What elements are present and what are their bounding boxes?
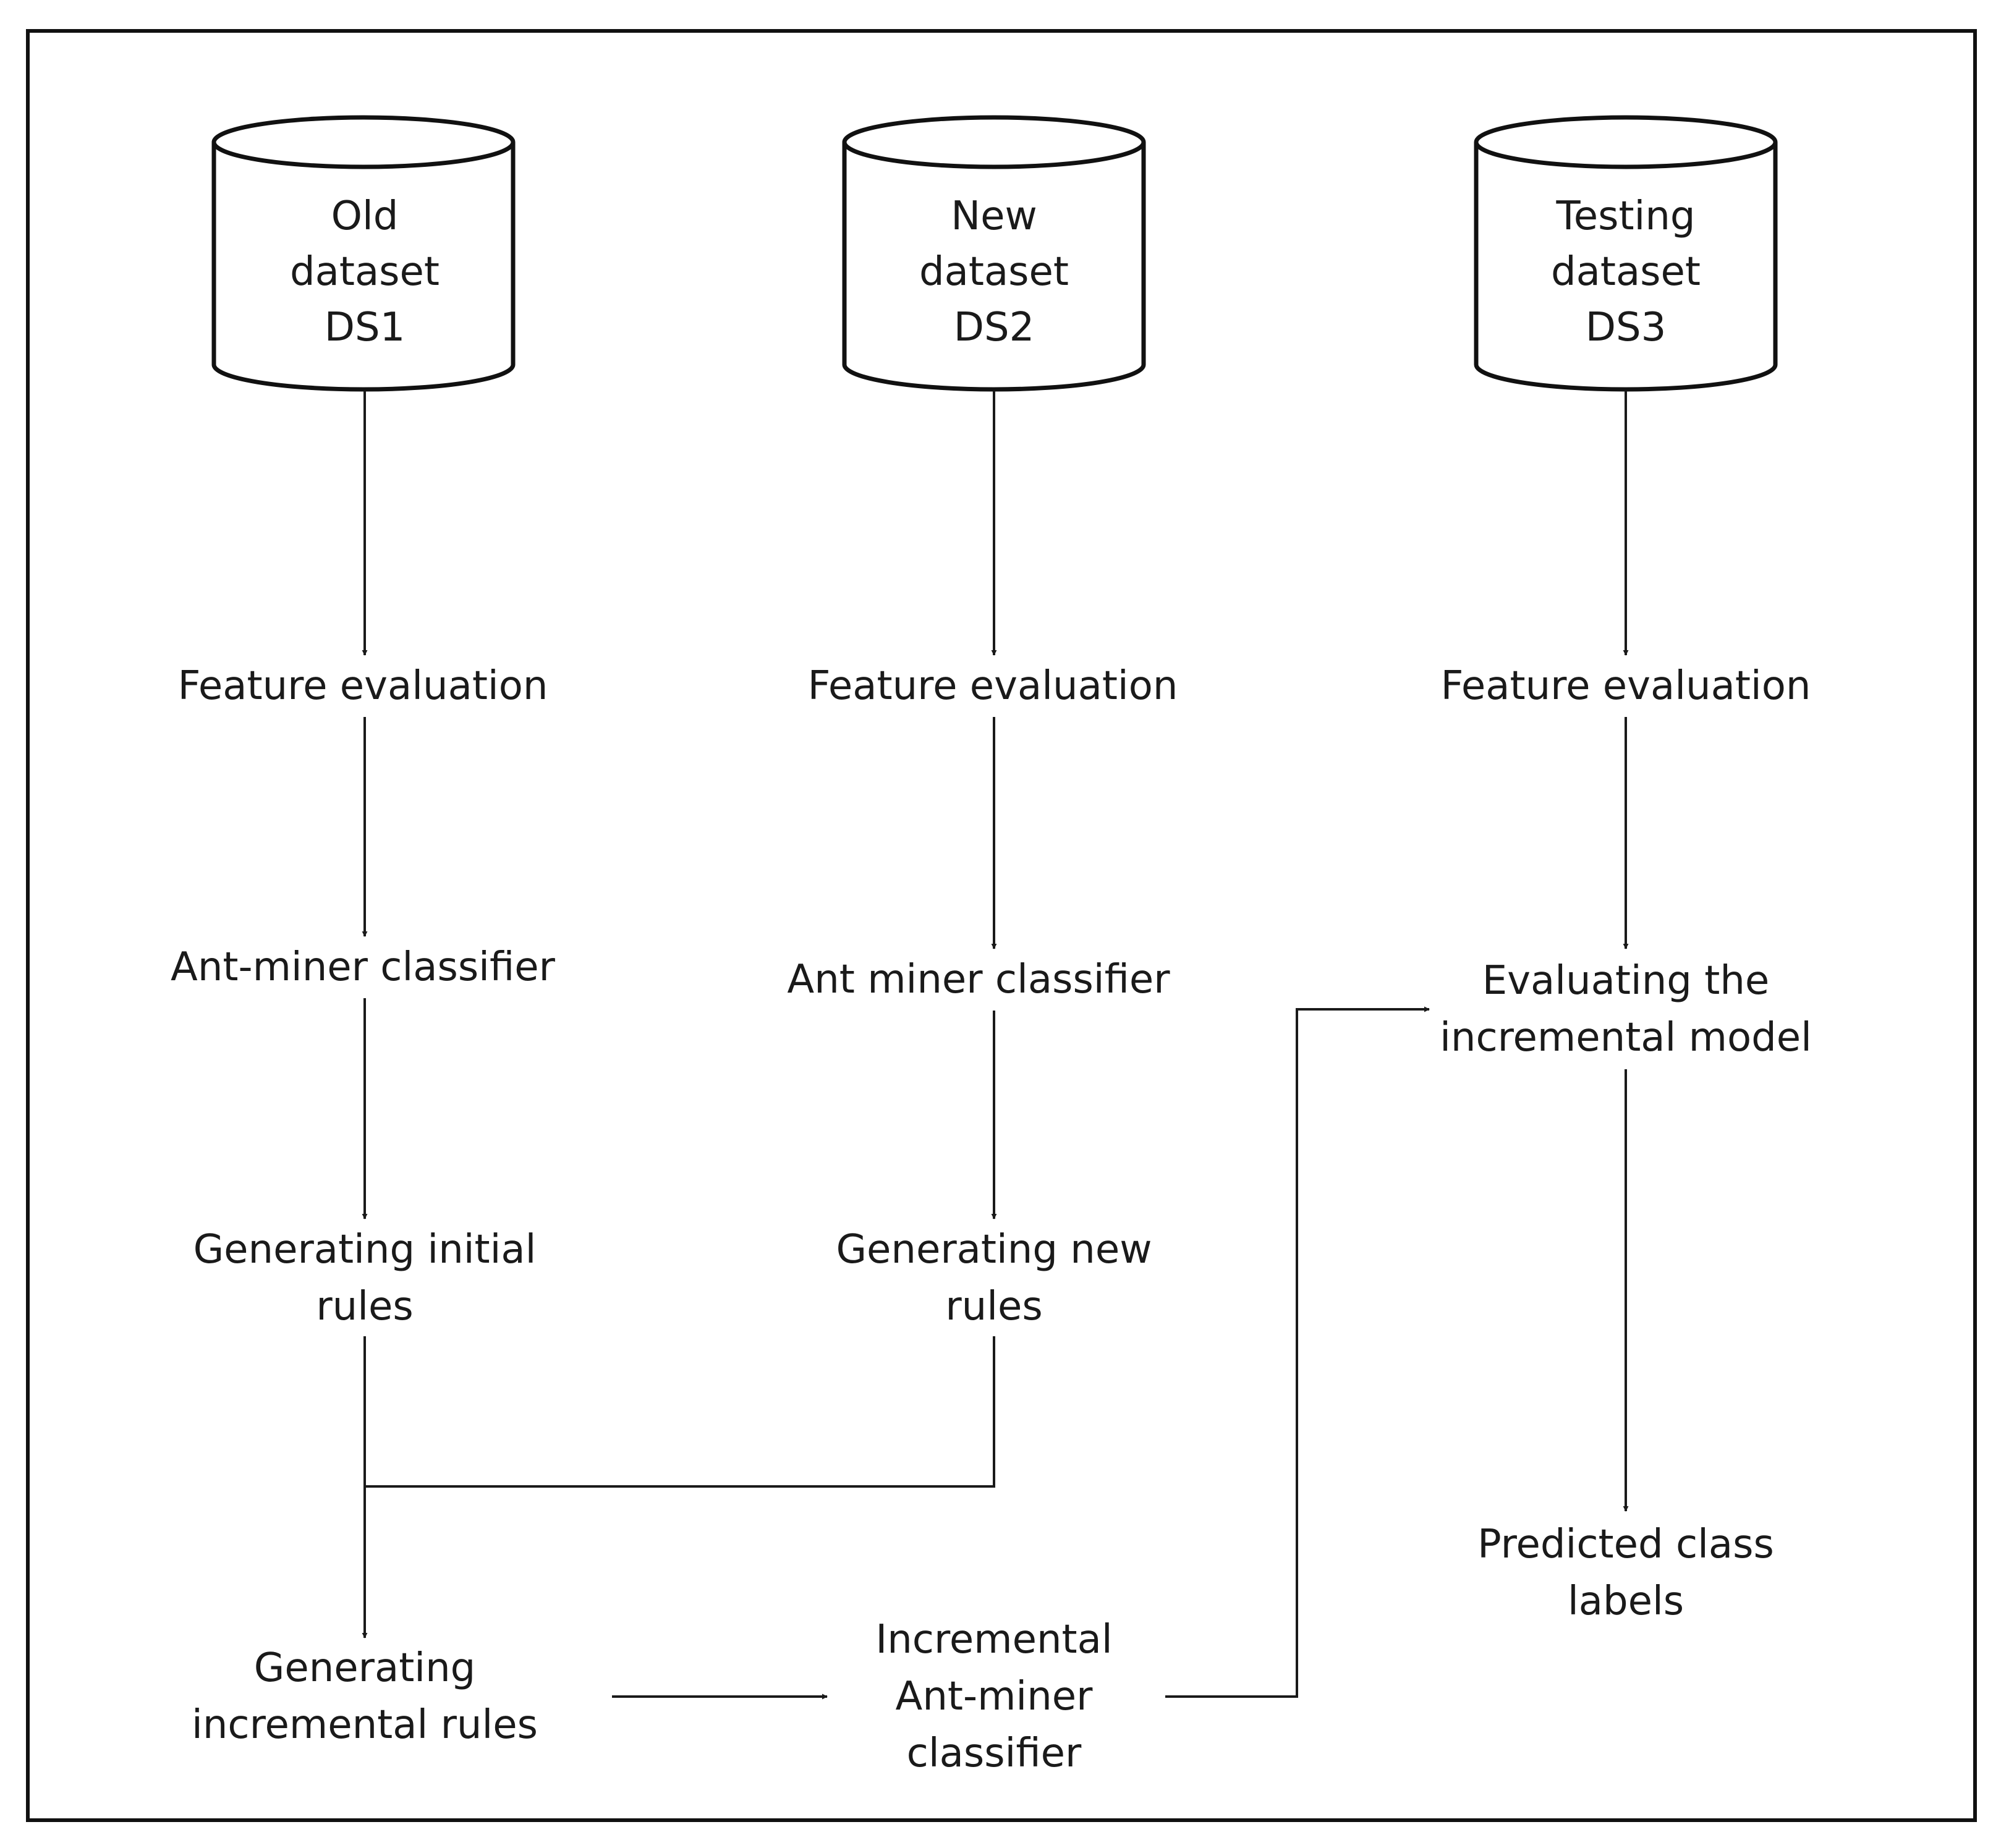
ant-miner-classifier-ds2: Ant miner classifier — [787, 957, 1170, 1002]
dataset-ds3-label: Testing dataset DS3 — [1551, 193, 1701, 350]
evaluating-incremental-model: Evaluating the incremental model — [1440, 958, 1812, 1061]
generating-new-rules: Generating new rules — [836, 1227, 1152, 1329]
predicted-class-labels: Predicted class labels — [1477, 1522, 1774, 1624]
cylinder-ds1 — [211, 115, 516, 392]
generating-incremental-rules: Generating incremental rules — [192, 1645, 538, 1748]
generating-initial-rules: Generating initial rules — [193, 1227, 537, 1329]
ant-miner-classifier-ds1: Ant-miner classifier — [171, 944, 555, 990]
dataset-ds2-label: New dataset DS2 — [919, 193, 1069, 350]
cylinder-ds2 — [842, 115, 1146, 392]
dataset-ds1-label: Old dataset DS1 — [290, 193, 440, 350]
arrow-incremental-classifier-to-evaluation — [1165, 1006, 1430, 1698]
feature-evaluation-ds2: Feature evaluation — [807, 663, 1178, 709]
feature-evaluation-ds1: Feature evaluation — [177, 663, 548, 709]
incremental-ant-miner-classifier: Incremental Ant-miner classifier — [875, 1617, 1113, 1776]
connector-new-rules-merge — [365, 1336, 995, 1488]
feature-evaluation-ds3: Feature evaluation — [1440, 663, 1811, 709]
cylinder-ds3 — [1474, 115, 1778, 392]
diagram-frame — [26, 29, 1977, 1822]
